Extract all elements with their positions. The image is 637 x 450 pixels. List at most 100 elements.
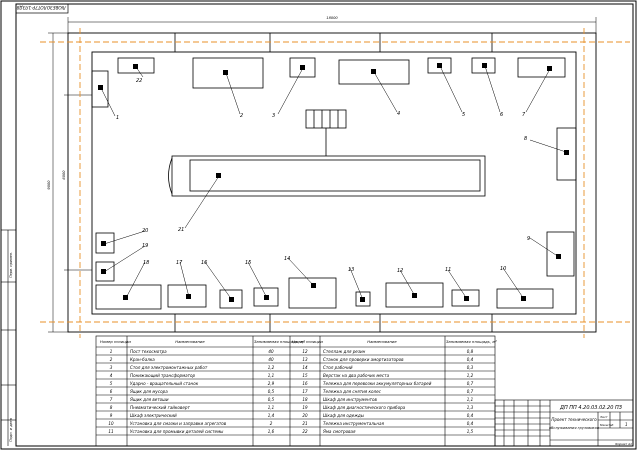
label-3: 3 bbox=[272, 113, 275, 119]
format-label: Формат А1 bbox=[615, 442, 632, 446]
table-cell-qty: 0,4 bbox=[467, 413, 474, 418]
table-cell-name: Тележка инструментальная bbox=[323, 421, 385, 426]
equipment-18 bbox=[167, 284, 207, 308]
header-qty-left: Занимаемая площадь, м² bbox=[254, 339, 305, 344]
table-cell-qty: 1,1 bbox=[268, 405, 275, 410]
label-13: 13 bbox=[348, 267, 354, 273]
dimension-width-label: 18000 bbox=[326, 16, 338, 20]
table-cell-pos: 1 bbox=[110, 349, 113, 354]
table-cell-pos: 11 bbox=[108, 429, 113, 434]
leader-lines bbox=[100, 65, 567, 301]
label-1: 1 bbox=[116, 115, 119, 121]
stamp-box: ЛЮВЕЗОЛОТ7Р-1ЛЗД8 bbox=[15, 3, 69, 14]
table-cell-qty: 1,1 bbox=[268, 373, 275, 378]
label-2: 2 bbox=[240, 113, 243, 119]
table-cell-pos: 20 bbox=[302, 413, 308, 418]
equipment-top-row bbox=[91, 57, 577, 181]
table-cell-pos: 15 bbox=[302, 373, 308, 378]
sheet-value: 1 bbox=[625, 422, 628, 427]
pit-stairs bbox=[305, 109, 347, 129]
equipment-14 bbox=[355, 291, 371, 307]
table-cell-pos: 17 bbox=[302, 389, 308, 394]
equipment-3 bbox=[289, 57, 316, 78]
sheet-inner-border bbox=[15, 3, 634, 447]
table-cell-qty: 2 bbox=[270, 421, 273, 426]
label-15: 15 bbox=[245, 260, 251, 266]
equipment-bottom-row bbox=[95, 231, 575, 310]
table-cell-pos: 16 bbox=[302, 381, 308, 386]
table-cell-qty: 0,7 bbox=[467, 389, 474, 394]
table-cell-name: Верстак на два рабочих места bbox=[323, 373, 390, 378]
equipment-12 bbox=[451, 289, 480, 307]
left-binding-strip: Перв. примен. Подп. и дата bbox=[1, 229, 16, 446]
table-cell-pos: 14 bbox=[302, 365, 308, 370]
table-cell-name: Стол рабочий bbox=[323, 365, 353, 370]
building-walls bbox=[67, 32, 597, 333]
table-cell-qty: 1,2 bbox=[268, 365, 275, 370]
table-cell-name: Установка для промывки деталей системы bbox=[130, 429, 224, 434]
table-cell-qty: 0,3 bbox=[467, 365, 474, 370]
table-cell-qty: 40 bbox=[268, 357, 274, 362]
label-18: 18 bbox=[143, 260, 149, 266]
title-block-text: ДП ПП 4.20.03.02.20 ПЗ Проект техническо… bbox=[549, 405, 632, 446]
table-cell-name: Шкаф для диагностического прибора bbox=[323, 405, 406, 410]
table-cell-pos: 8 bbox=[110, 405, 113, 410]
equipment-2 bbox=[192, 57, 264, 89]
table-cell-name: Шкаф для инструментов bbox=[323, 397, 378, 402]
title-line-1: Проект технического bbox=[551, 417, 597, 422]
table-cell-qty: 1,3 bbox=[467, 405, 474, 410]
table-cell-pos: 18 bbox=[302, 397, 308, 402]
equipment-4 bbox=[338, 59, 410, 85]
table-cell-name: Станок для проверки амортизаторов bbox=[323, 357, 404, 362]
table-cell-qty: 1,6 bbox=[268, 429, 275, 434]
table-cell-pos: 22 bbox=[302, 429, 308, 434]
table-cell-name: Стол для электромонтажных работ bbox=[130, 365, 208, 370]
equipment-15 bbox=[288, 277, 337, 309]
table-cell-pos: 6 bbox=[110, 389, 113, 394]
equipment-table bbox=[95, 335, 496, 447]
equipment-1 bbox=[91, 70, 109, 108]
table-cell-name: Яма смотровая bbox=[322, 429, 356, 434]
table-cell-name: Понижающий трансформатор bbox=[130, 373, 196, 378]
header-pos-right: Номер позиции bbox=[292, 339, 323, 344]
dimension-height-inner-label: 6000 bbox=[62, 170, 66, 180]
table-cell-qty: 0,4 bbox=[467, 357, 474, 362]
table-cell-qty: 0,5 bbox=[268, 397, 275, 402]
equipment-21 bbox=[95, 232, 115, 254]
scale-label: Масштаб bbox=[600, 423, 614, 427]
table-cell-name: Кран-балка bbox=[130, 357, 155, 362]
table-cell-pos: 19 bbox=[302, 405, 308, 410]
title-line-2: обслуживания грузовиков bbox=[549, 426, 599, 430]
side-strip-top-label: Перв. примен. bbox=[9, 252, 13, 278]
label-6: 6 bbox=[500, 112, 503, 118]
label-4: 4 bbox=[397, 111, 400, 117]
side-strip-bottom-label: Подп. и дата bbox=[9, 418, 13, 442]
equipment-table-headers: Номер позиции Наименование Занимаемая пл… bbox=[100, 339, 497, 344]
equipment-19 bbox=[95, 284, 162, 310]
label-7: 7 bbox=[522, 112, 526, 118]
label-10: 10 bbox=[500, 266, 506, 272]
table-cell-name: Ящик для мусора bbox=[129, 389, 168, 394]
table-cell-name: Тележка для перевозки аккумуляторных бат… bbox=[323, 381, 432, 386]
equipment-11 bbox=[496, 288, 554, 309]
label-19: 19 bbox=[142, 243, 148, 249]
label-16: 16 bbox=[201, 260, 207, 266]
table-cell-qty: 1,5 bbox=[467, 429, 474, 434]
table-cell-pos: 12 bbox=[302, 349, 308, 354]
stamp-code: ЛЮВЕЗОЛОТ7Р-1ЛЗД8 bbox=[16, 5, 67, 10]
table-cell-name: Тележка для снятия колес bbox=[323, 389, 382, 394]
table-cell-pos: 4 bbox=[110, 373, 113, 378]
table-cell-name: Пневматический гайковерт bbox=[130, 405, 190, 410]
label-20: 20 bbox=[142, 228, 148, 234]
label-11: 11 bbox=[445, 267, 451, 273]
table-cell-name: Установка для смазки и заправки агрегато… bbox=[130, 421, 227, 426]
table-cell-name: Стеллаж для резин bbox=[323, 349, 366, 354]
header-qty-right: Занимаемая площадь, м² bbox=[446, 339, 497, 344]
table-cell-pos: 10 bbox=[108, 421, 114, 426]
equipment-workbench-top-a bbox=[117, 57, 155, 74]
table-cell-name: Ударно - вращательный станок bbox=[130, 381, 199, 386]
